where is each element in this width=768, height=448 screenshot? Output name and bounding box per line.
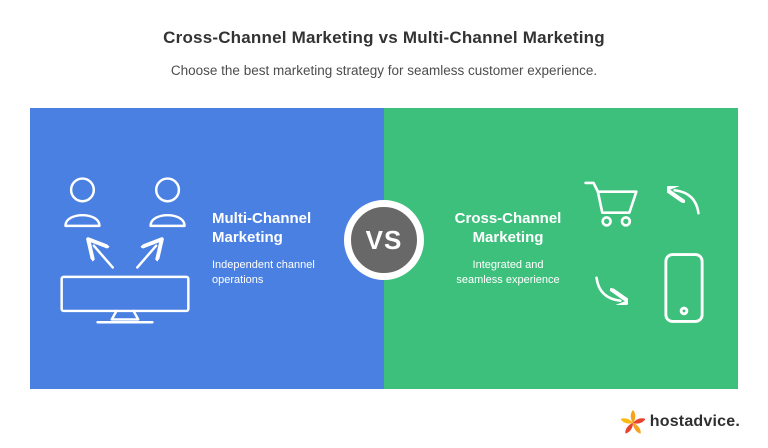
hostadvice-logo: hostadvice.: [620, 409, 740, 435]
multi-channel-devices-icon: [60, 176, 190, 324]
multi-channel-text: Multi-Channel Marketing Independent chan…: [212, 209, 337, 289]
infographic: Cross-Channel Marketing vs Multi-Channel…: [0, 0, 768, 434]
multi-channel-panel: Multi-Channel Marketing Independent chan…: [30, 108, 384, 389]
cycle-arrow-top-icon: [667, 186, 700, 214]
cross-channel-description: Integrated and seamless experience: [456, 258, 560, 286]
header: Cross-Channel Marketing vs Multi-Channel…: [0, 0, 768, 78]
page-subtitle: Choose the best marketing strategy for s…: [170, 63, 598, 78]
hostadvice-logo-text: hostadvice.: [649, 413, 740, 430]
page-title: Cross-Channel Marketing vs Multi-Channel…: [163, 28, 605, 47]
cross-channel-text: Cross-Channel Marketing Integrated and s…: [448, 209, 568, 289]
shopping-cart-icon: [584, 181, 638, 227]
vs-label: VS: [365, 224, 403, 255]
smartphone-icon: [664, 252, 704, 323]
multi-channel-heading: Multi-Channel Marketing: [212, 209, 312, 247]
monitor-icon: [60, 275, 190, 324]
cross-channel-panel: Cross-Channel Marketing Integrated and s…: [384, 108, 738, 389]
up-left-arrow-icon: [94, 245, 114, 269]
cross-channel-illustration: [578, 164, 714, 334]
cycle-arrow-bottom-icon: [595, 276, 628, 305]
multi-channel-description: Independent channel operations: [212, 258, 315, 286]
up-right-arrow-icon: [136, 245, 156, 269]
cross-channel-heading: Cross-Channel Marketing: [454, 209, 562, 247]
comparison-panels: Multi-Channel Marketing Independent chan…: [30, 108, 738, 389]
vs-badge: VS: [344, 200, 424, 281]
user-icon: [64, 176, 101, 227]
hostadvice-logo-icon: [620, 410, 645, 434]
multi-channel-illustration: [54, 171, 196, 327]
user-icon: [149, 176, 186, 227]
